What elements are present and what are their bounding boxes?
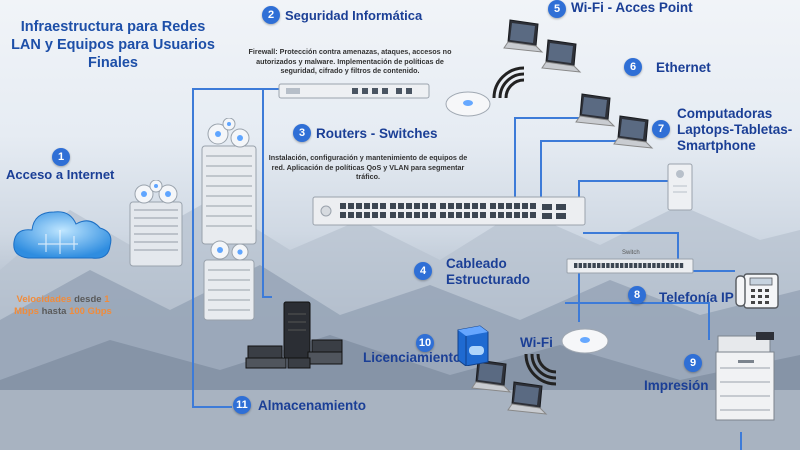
label-licensing: Licenciamiento [363, 350, 462, 365]
badge-8: 8 [628, 286, 646, 304]
badge-1: 1 [52, 148, 70, 166]
label-security: Seguridad Informática [285, 8, 423, 23]
label-ethernet: Ethernet [656, 60, 711, 75]
storage-server-icon [245, 301, 343, 369]
routers-description: Instalación, configuración y mantenimien… [268, 153, 468, 181]
label-printing: Impresión [644, 378, 709, 393]
ip-phone-icon [735, 273, 779, 309]
speed-v2: 100 Gbps [69, 306, 112, 317]
tower-pc-icon [667, 163, 693, 211]
speed-pre: Velocidades [16, 294, 72, 305]
laptop-icon [541, 39, 582, 73]
speed-mid1: desde [74, 294, 102, 305]
access-point-icon [445, 91, 491, 117]
cloud-icon [13, 211, 112, 259]
firewall-description: Firewall: Protección contra amenazas, at… [248, 47, 452, 75]
badge-6: 6 [624, 58, 642, 76]
badge-11: 11 [233, 396, 251, 414]
badge-10: 10 [416, 334, 434, 352]
firewall-appliance-icon [278, 83, 430, 99]
label-routers-switches: Routers - Switches [316, 126, 438, 141]
badge-2: 2 [262, 6, 280, 24]
speed-v1: 1 Mbps [14, 294, 110, 317]
wire [677, 232, 679, 260]
wire [740, 432, 742, 450]
label-internet-access: Acceso a Internet [6, 167, 115, 182]
speed-note: Velocidades desde 1 Mbps hasta 100 Gbps [4, 294, 122, 318]
label-ip-phone: Telefonía IP [659, 290, 734, 305]
wire [540, 140, 622, 142]
license-box-icon [457, 325, 489, 366]
badge-5: 5 [548, 0, 566, 18]
laptop-icon [507, 381, 548, 415]
wifi-waves-icon [524, 353, 557, 386]
switch-icon [312, 196, 586, 226]
server-tower-icon [129, 180, 183, 267]
label-cabling: Cableado Estructurado [446, 256, 531, 287]
laptop-icon [613, 115, 654, 149]
wire [262, 88, 264, 296]
label-wifi-ap: Wi-Fi - Acces Point [571, 0, 693, 15]
laptop-icon [575, 93, 616, 127]
wire [578, 180, 580, 208]
server-tower-icon [203, 240, 255, 321]
badge-3: 3 [293, 124, 311, 142]
badge-4: 4 [414, 262, 432, 280]
diagram-title: Infraestructura para Redes LAN y Equipos… [11, 19, 215, 71]
label-storage: Almacenamiento [258, 398, 367, 413]
label-computers: Computadoras Laptops-Tabletas-Smartphone [677, 106, 793, 153]
wire [192, 88, 194, 408]
badge-9: 9 [684, 354, 702, 372]
wire [708, 302, 710, 340]
wire [262, 296, 272, 298]
wire [690, 270, 735, 272]
wire [540, 140, 542, 197]
laptop-icon [471, 359, 512, 393]
server-tower-icon [201, 118, 257, 245]
wire [192, 406, 232, 408]
wire [192, 88, 290, 90]
switch-icon [566, 258, 694, 274]
wire [514, 117, 599, 119]
wire [583, 232, 679, 234]
switch-brand-label: Switch [622, 250, 640, 256]
label-wifi: Wi-Fi [520, 335, 553, 350]
access-point-icon [561, 328, 609, 354]
laptop-icon [503, 19, 544, 53]
printer-icon [715, 332, 775, 421]
wifi-waves-icon [492, 66, 525, 99]
wire [578, 180, 670, 182]
wire [578, 270, 580, 322]
badge-7: 7 [652, 120, 670, 138]
wire [514, 117, 516, 197]
speed-mid2: hasta [41, 306, 67, 317]
